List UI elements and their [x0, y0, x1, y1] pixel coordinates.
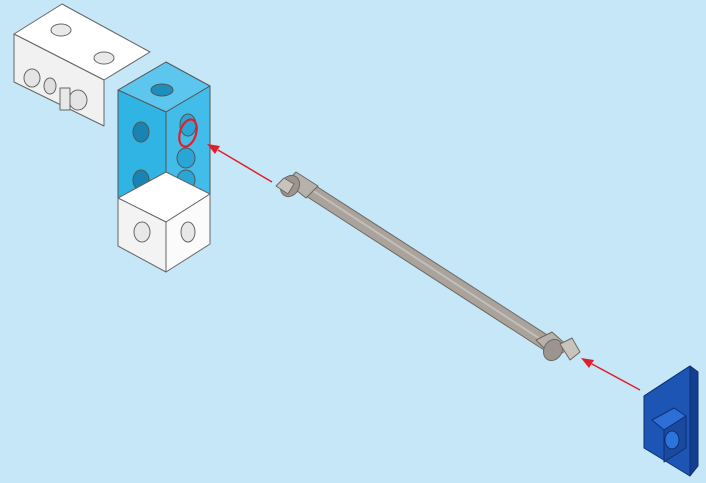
- assembly-diagram: [0, 0, 706, 483]
- diagram-canvas: [0, 0, 706, 483]
